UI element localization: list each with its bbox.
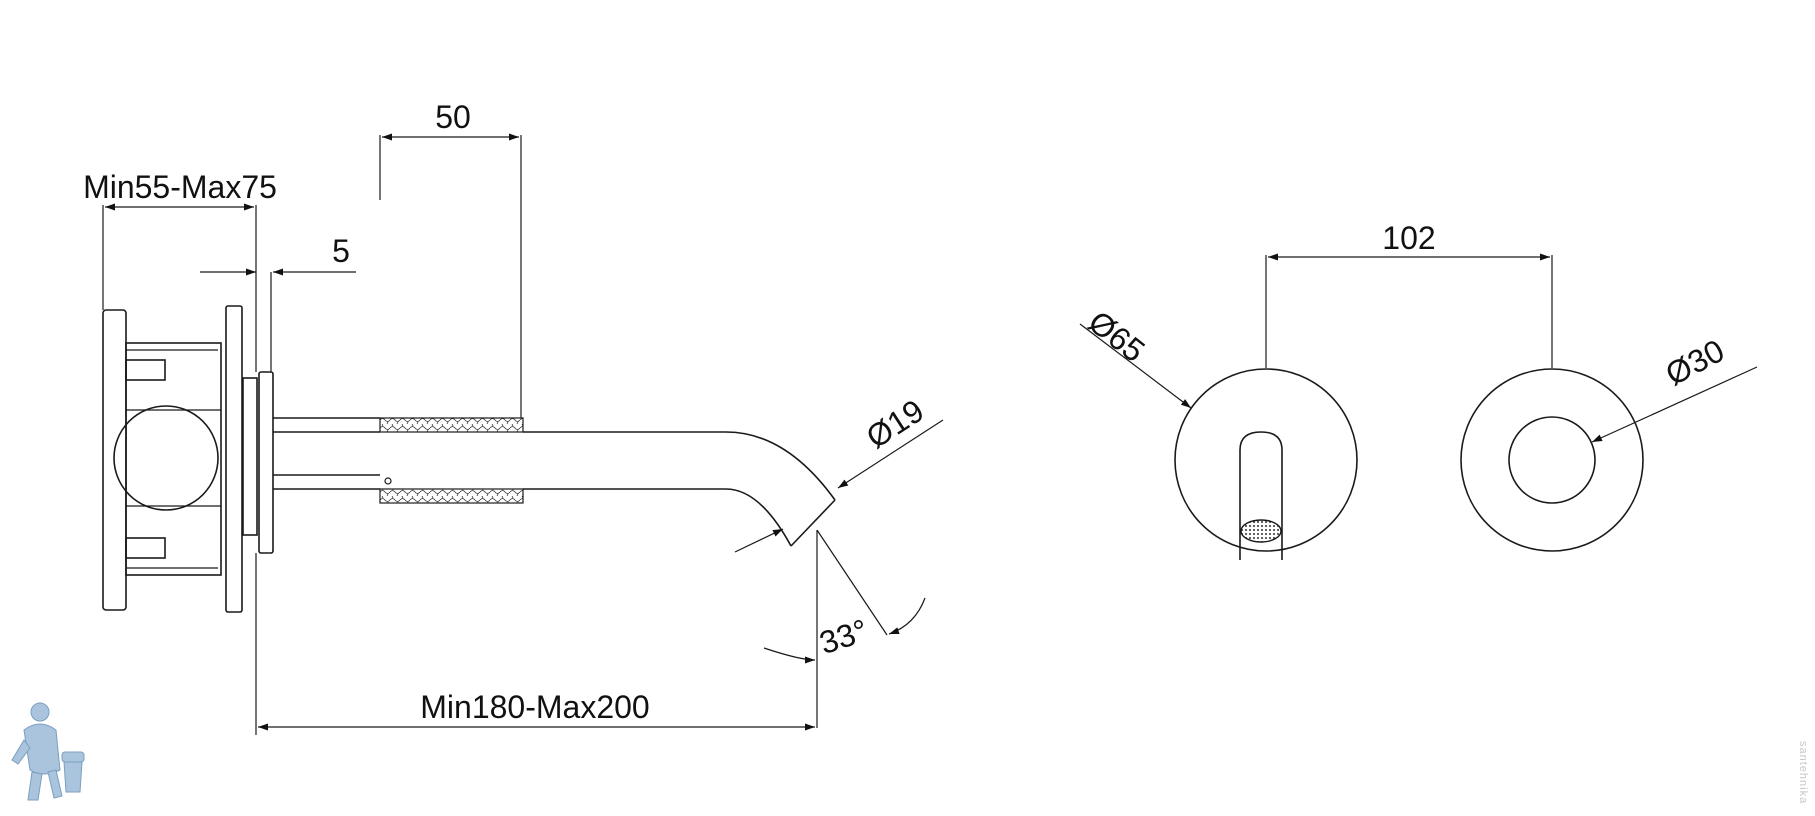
dim-spout-angle: 33° [763,529,926,728]
dim-handle-diameter: Ø30 [1591,332,1758,443]
dim-label-top-width: 50 [435,99,471,135]
dim-label-spout-angle: 33° [815,612,872,661]
dim-top-width: 50 [379,99,522,418]
dim-label-center-distance: 102 [1382,220,1435,256]
plumber-logo [11,702,85,801]
dim-projection-range: Min180-Max200 [255,553,815,735]
side-view: 50 Min55-Max75 5 Ø19 33° [83,99,944,735]
dim-rosette-diameter: Ø65 [1079,304,1192,409]
dim-label-projection-range: Min180-Max200 [420,689,649,725]
valve-body [102,305,258,613]
dim-depth-range: Min55-Max75 [83,169,277,372]
handle-rosette [1460,368,1644,552]
dim-label-depth-range: Min55-Max75 [83,169,277,205]
watermark: santehnika [1797,740,1809,804]
spout-rosette [1174,368,1358,560]
dim-plate-gap: 5 [200,233,356,372]
dim-center-distance: 102 [1265,220,1553,368]
dim-spout-diameter: Ø19 [734,392,944,553]
wall-plate [258,371,274,554]
dim-label-rosette-diameter: Ø65 [1082,304,1152,370]
dim-label-handle-diameter: Ø30 [1660,332,1730,392]
dim-label-plate-gap: 5 [332,233,350,269]
spout [273,417,836,547]
dim-label-spout-diameter: Ø19 [860,392,930,455]
front-view: 102 Ø65 Ø30 [1079,220,1758,560]
